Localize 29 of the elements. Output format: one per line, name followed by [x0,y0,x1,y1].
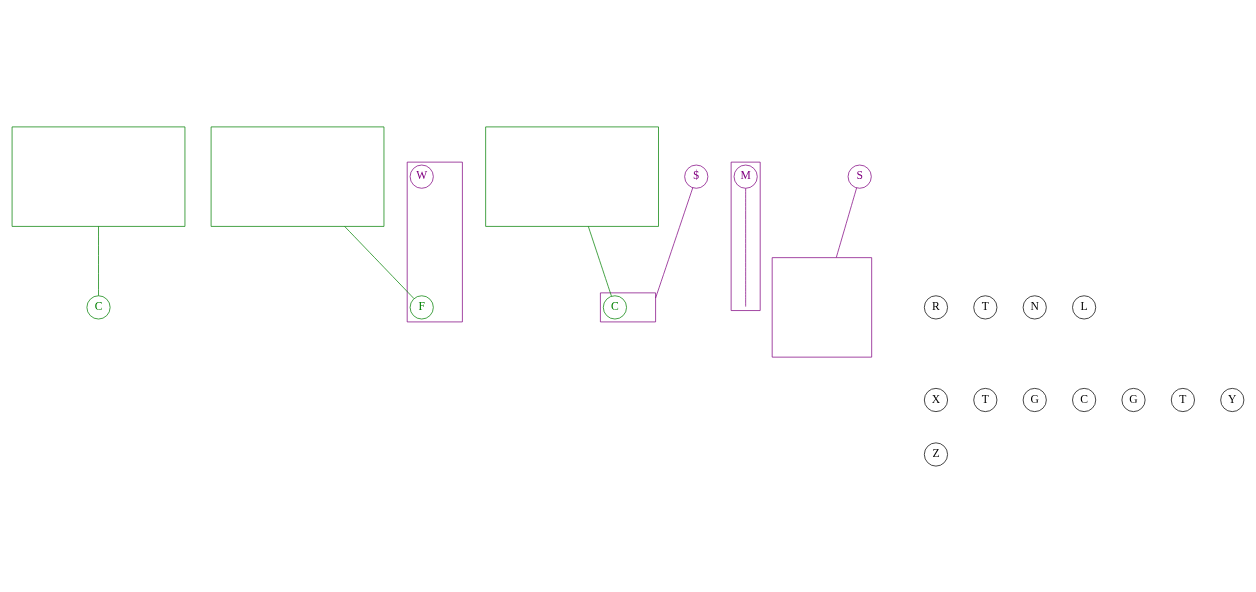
connector [98,225,99,296]
node-circle: G [1121,387,1146,412]
node-box [210,126,385,227]
node-box [771,256,873,357]
connector [835,187,857,258]
node-circle: W [409,164,434,189]
node-circle: F [409,294,434,319]
node-circle: M [733,164,758,189]
node-circle: X [923,387,948,412]
node-circle: T [973,387,998,412]
node-circle: Y [1220,387,1245,412]
node-circle: R [923,294,948,319]
node-circle: N [1022,294,1047,319]
connector [587,225,612,297]
connector [344,225,415,299]
node-box [11,126,186,227]
node-circle: G [1022,387,1047,412]
node-circle: T [973,294,998,319]
connector [655,186,694,298]
node-circle: T [1170,387,1195,412]
node-circle: S [847,164,872,189]
node-circle: C [86,294,111,319]
node-circle: Z [923,442,948,466]
node-circle: $ [684,164,709,189]
node-box [485,126,659,227]
node-circle: C [602,294,627,319]
connector [745,187,747,307]
node-circle: L [1072,294,1097,319]
node-circle: C [1072,387,1097,412]
